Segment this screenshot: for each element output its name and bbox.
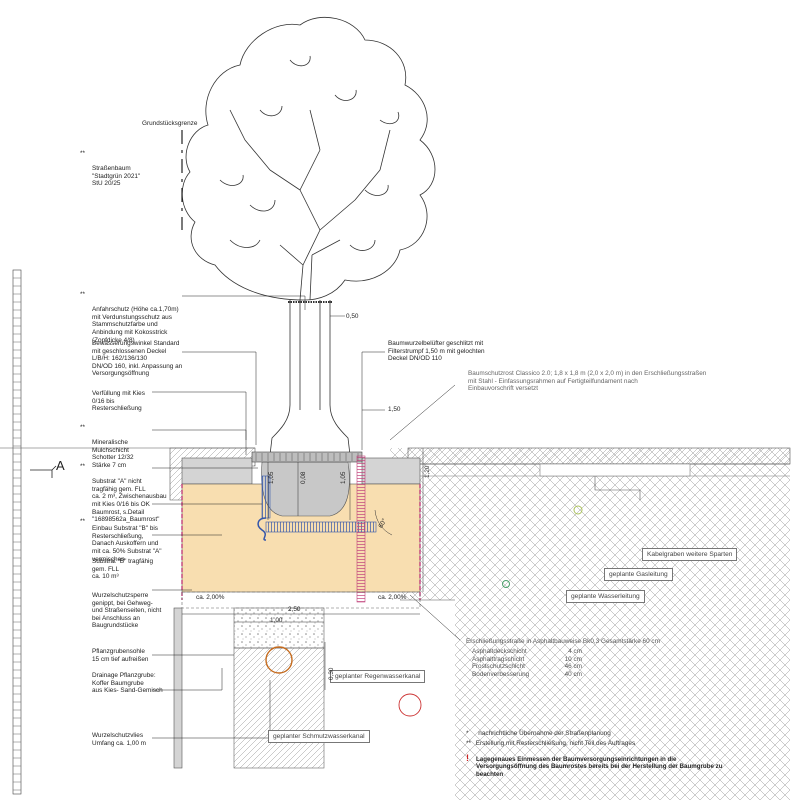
collision-protection-text: Anfahrschutz (Höhe ca.1,70m) mit Verduns… [92, 306, 179, 344]
box-gas-line: geplante Gasleitung [604, 568, 673, 581]
label-root-barrier: Wurzelschutzsperre genippt, bei Gehweg- … [92, 592, 162, 630]
asterisk-marker: ** [80, 424, 85, 431]
label-root-aerator: Baumwurzelbelüfter geschlitzt mit Filter… [388, 340, 485, 363]
section-label-a: A [56, 458, 65, 473]
footnote-double-star: ** Erstellung mit Resterschließung, nich… [466, 740, 635, 747]
gas-pipe-icon [573, 505, 583, 515]
dim-150: 1,50 [388, 406, 401, 413]
label-property-boundary: Grundstücksgrenze [142, 120, 198, 127]
root-barrier [181, 484, 421, 600]
street-layer-row: Bodenverbesserung 40 cm [472, 671, 582, 679]
street-tree-text: Straßenbaum "Stadtgrün 2021" StU 20/25 [92, 165, 141, 188]
tree-crown [181, 17, 436, 301]
warning-text: Lagegenaues Einmessen der Baumversorgung… [476, 756, 723, 778]
street-layer-name: Asphaltdeckschicht [472, 648, 527, 655]
street-layer-value: 40 cm [564, 670, 582, 678]
drain-pipe-icon [265, 646, 293, 674]
asterisk-marker: ** [80, 517, 85, 525]
asterisk-marker: ** [80, 463, 85, 470]
label-pit-floor: Pflanzgrubensohle 15 cm tief aufreißen [92, 648, 149, 663]
water-pipe-icon [502, 580, 510, 588]
box-rainwater-sewer: geplanter Regenwasserkanal [330, 670, 426, 683]
leader-lines [152, 295, 461, 739]
label-root-fleece: Wurzelschutzvlies Umfang ca. 1,00 m [92, 732, 146, 747]
asterisk-marker: ** [80, 150, 85, 157]
dim-105-left: 1,05 [268, 471, 275, 484]
substrate-a-mound [261, 461, 350, 517]
mulch-layer-text: Mineralische Mulchschicht Schotter 12/32… [92, 439, 134, 469]
label-substrate-a: ** Substrat "A" nicht tragfähig gem. FLL… [80, 463, 167, 524]
street-layer-row: Asphaltdeckschicht 4 cm [472, 648, 582, 656]
street-layer-value: 10 cm [564, 655, 582, 663]
dim-105-right: 1,05 [340, 471, 347, 484]
warning-icon: ! [466, 753, 469, 763]
dimension-lines [182, 315, 424, 690]
dim-100: 1,00 [270, 617, 283, 624]
street-layer-name: Frostschutzschicht [472, 663, 525, 671]
slope-right: ca. 2,00% [378, 594, 407, 601]
footnote-star: * nachrichtliche Übernahme der Straßenpl… [466, 730, 611, 737]
street-construction-title: Erschließungsstraße in Asphaltbauweise B… [466, 638, 660, 645]
label-substrate-b-install: ** Einbau Substrat "B" bis Resterschließ… [80, 510, 162, 563]
aeration-pipe [356, 455, 366, 603]
box-cable-trench: Kabelgraben weitere Sparten [642, 548, 738, 561]
rainwater-pipe-icon [398, 693, 422, 717]
dim-250: 2,50 [288, 606, 301, 613]
box-wastewater-sewer: geplanter Schmutzwasserkanal [268, 730, 370, 743]
street-layer-name: Bodenverbesserung [472, 670, 530, 678]
irrigation-pipe [257, 475, 377, 541]
box-water-line: geplante Wasserleitung [566, 590, 645, 603]
label-drainage: Drainage Pflanzgrube: Koffer Baumgrube a… [92, 672, 163, 695]
street-layer-row: Asphalttragschicht 10 cm [472, 656, 582, 664]
street-layer-name: Asphalttragschicht [472, 655, 525, 663]
footnote-double-star-mark: ** [466, 740, 471, 747]
label-tree-grate: Baumschutzrost Classico 2.0; 1,8 x 1,8 m… [468, 370, 707, 393]
slope-left: ca. 2,00% [196, 594, 225, 601]
tree-trunk [269, 300, 351, 456]
label-irrigation: Bewässerungswinkel Standard mit geschlos… [92, 340, 183, 378]
warning-note: ! Lagegenaues Einmessen der Baumversorgu… [466, 753, 723, 778]
dim-008: 0,08 [300, 471, 307, 484]
dim-050: 0,50 [346, 313, 359, 320]
tree-grate [251, 451, 363, 463]
section-marker-a [30, 465, 57, 478]
drainage-layer [181, 591, 421, 769]
label-gravel-fill: Verfüllung mit Kies 0/16 bis Resterschli… [92, 390, 145, 413]
label-substrate-b: Substrat "B" tragfähig gem. FLL ca. 10 m… [92, 558, 154, 581]
street-layer-value: 46 cm [564, 663, 582, 671]
grate-foundations [173, 457, 421, 769]
asterisk-marker: ** [80, 291, 85, 298]
label-collision-protection: ** Anfahrschutz (Höhe ca.1,70m) mit Verd… [80, 291, 179, 344]
dim-030: 0,30 [328, 667, 335, 680]
label-mulch-layer: ** Mineralische Mulchschicht Schotter 12… [80, 424, 134, 470]
street-layer-value: 4 cm [568, 648, 582, 655]
footnote-star-text: nachrichtliche Übernahme der Straßenplan… [478, 730, 611, 737]
label-street-tree: ** Straßenbaum "Stadtgrün 2021" StU 20/2… [80, 150, 141, 188]
dim-120: 1,20 [424, 465, 431, 478]
street-layer-row: Frostschutzschicht 46 cm [472, 663, 582, 671]
street-surface [390, 447, 791, 800]
scale-bar [12, 269, 22, 795]
substrate-b-install-text: Einbau Substrat "B" bis Resterschließung… [92, 525, 162, 563]
substrate-a-text: Substrat "A" nicht tragfähig gem. FLL ca… [92, 478, 167, 524]
footnote-double-star-text: Erstellung mit Resterschließung, nicht T… [475, 740, 636, 747]
footnote-star-mark: * [466, 730, 469, 737]
